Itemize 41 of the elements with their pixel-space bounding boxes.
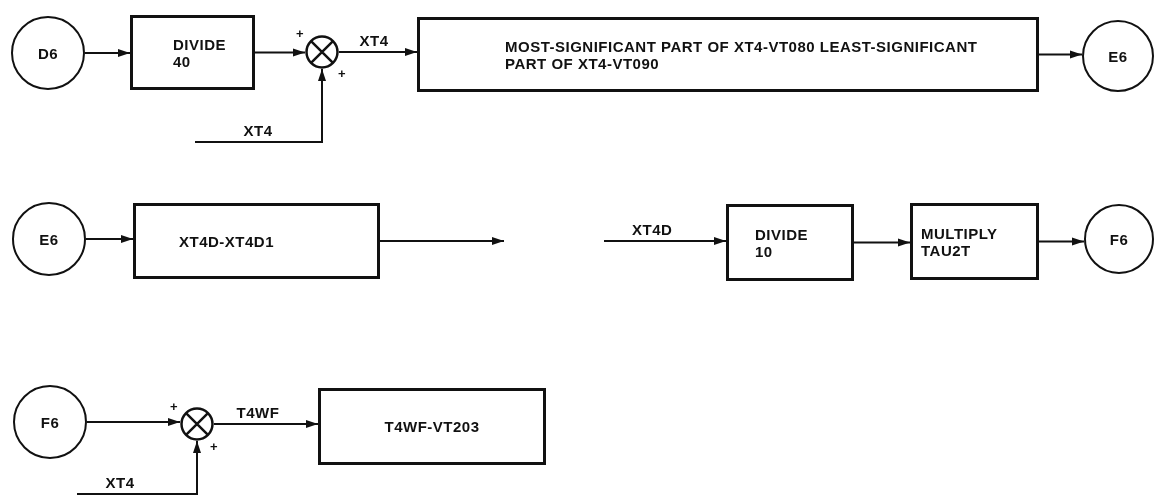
arrow	[84, 49, 131, 57]
box-label: F6	[1109, 230, 1129, 248]
process-box	[726, 204, 854, 281]
arrow	[379, 237, 505, 245]
box-label: MULTIPLY TAU2T	[921, 224, 999, 259]
sign-label: +	[210, 440, 218, 453]
arrow	[1038, 237, 1085, 246]
edge-label: XT4	[103, 475, 137, 491]
box-label: F6	[40, 413, 60, 431]
arrow	[1038, 50, 1083, 59]
box-label: E6	[1108, 47, 1128, 65]
process-box	[133, 203, 380, 279]
process-box	[130, 15, 255, 90]
process-box	[318, 388, 546, 465]
process-box	[417, 17, 1039, 92]
arrow	[76, 440, 201, 495]
edge-label: XT4	[357, 33, 391, 49]
arrow	[853, 238, 911, 247]
box-label: MOST-SIGNIFICANT PART OF XT4-VT080 LEAST-SIGNIFICANT PART OF XT4-VT090	[505, 37, 979, 72]
process-box	[910, 203, 1039, 280]
arrow	[213, 420, 319, 428]
summing-junction	[305, 35, 339, 69]
arrow	[603, 237, 727, 245]
edge-label: XT4D	[630, 222, 675, 238]
summing-junction	[180, 407, 214, 441]
arrow	[254, 48, 306, 57]
arrow	[86, 418, 181, 426]
sign-label: +	[338, 67, 346, 80]
arrow	[338, 48, 418, 56]
box-label: T4WF-VT203	[384, 418, 480, 435]
sign-label: +	[296, 27, 304, 40]
sign-label: +	[170, 400, 178, 413]
box-label: DIVIDE 10	[755, 225, 809, 260]
arrow	[194, 68, 326, 143]
arrow	[85, 235, 134, 243]
box-label: E6	[39, 230, 59, 248]
box-label: D6	[37, 44, 59, 62]
box-label: DIVIDE 40	[173, 35, 227, 70]
box-label: XT4D-XT4D1	[179, 232, 275, 250]
edge-label: T4WF	[234, 405, 282, 421]
edge-label: XT4	[241, 123, 275, 139]
